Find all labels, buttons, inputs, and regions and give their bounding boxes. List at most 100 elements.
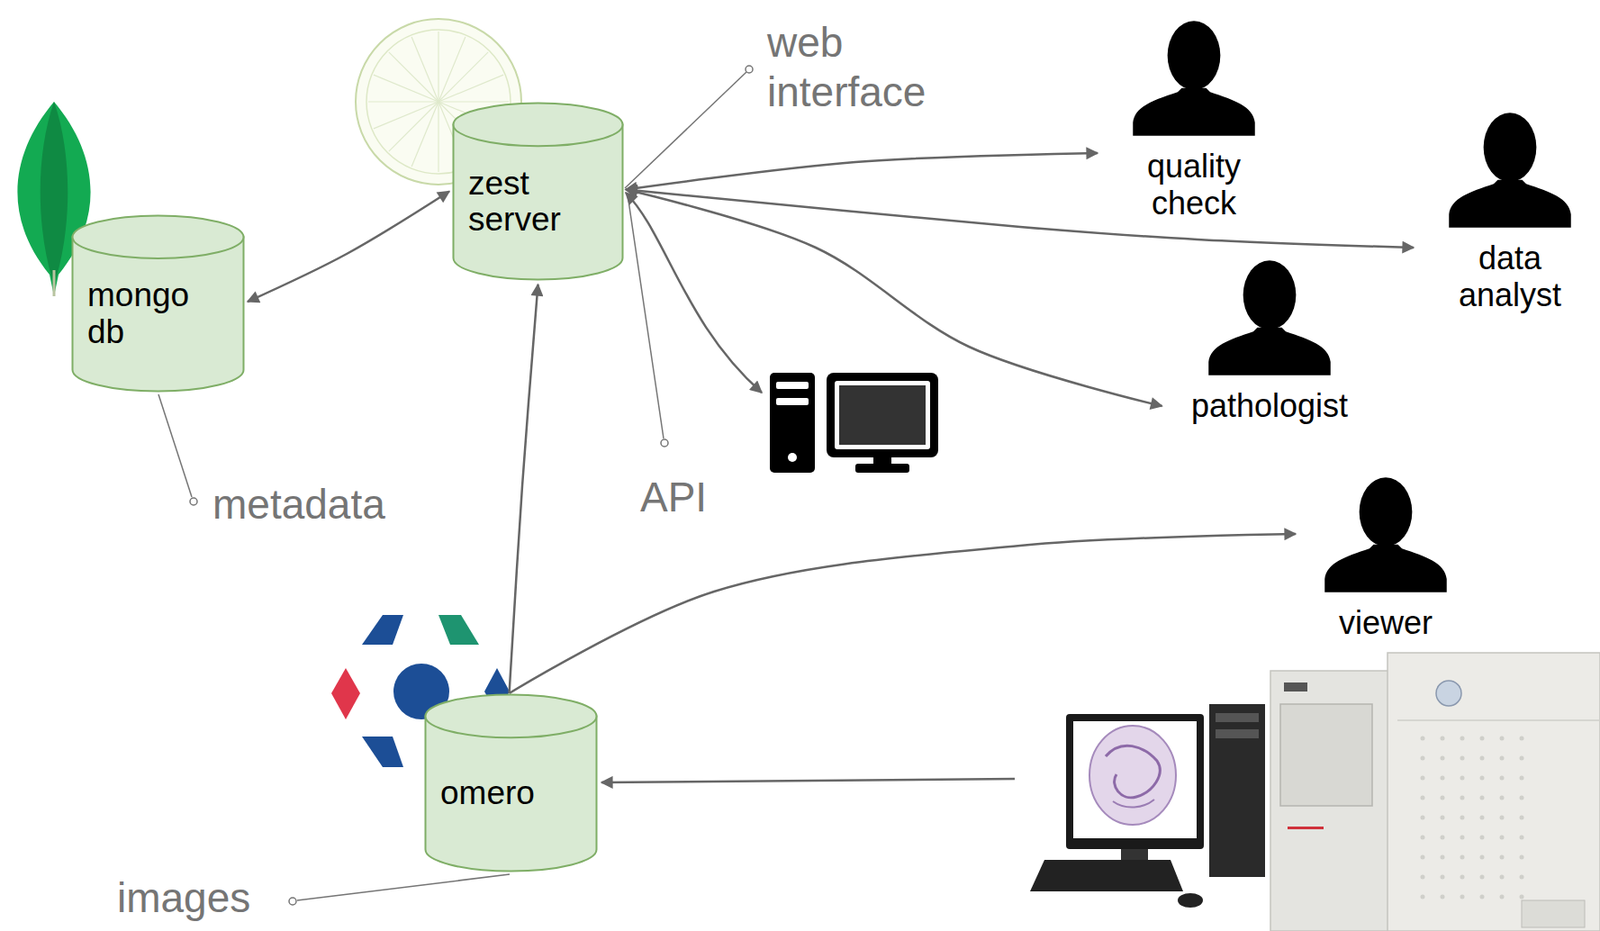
slide-scanner-illustration — [1420, 835, 1426, 841]
person-label-box: quality check — [1124, 148, 1264, 222]
lime-logo — [373, 101, 439, 129]
role-label: pathologist — [1191, 388, 1348, 425]
person-icon — [1322, 477, 1449, 593]
slide-scanner-illustration — [1460, 756, 1465, 761]
slide-scanner-illustration — [1440, 736, 1446, 742]
slide-scanner-illustration — [1440, 875, 1446, 880]
storage-cylinder: zest server — [451, 101, 624, 281]
connector-arrow — [509, 284, 539, 694]
annotation-label: images — [117, 873, 251, 923]
slide-scanner-illustration — [1030, 652, 1600, 931]
mongo-leaf-logo — [40, 101, 69, 297]
slide-scanner-illustration — [1440, 756, 1446, 761]
computer-icon — [769, 372, 815, 473]
slide-scanner-illustration — [1460, 855, 1465, 860]
slide-scanner-illustration — [1519, 855, 1525, 860]
lime-logo — [388, 52, 439, 102]
slide-scanner-illustration — [1480, 855, 1485, 860]
slide-scanner-illustration — [1089, 725, 1176, 825]
leader-lines — [158, 394, 192, 498]
slide-scanner-illustration — [1030, 859, 1184, 892]
slide-scanner-illustration — [1500, 815, 1505, 821]
slide-scanner-illustration — [1112, 799, 1155, 808]
computer-icon — [855, 463, 910, 473]
person-body — [1448, 180, 1571, 228]
slide-scanner-illustration — [1480, 795, 1485, 801]
slide-scanner-illustration — [1460, 795, 1465, 801]
person-label-box: viewer — [1322, 605, 1449, 642]
slide-scanner-illustration — [1480, 736, 1485, 742]
lime-logo — [438, 52, 489, 102]
person-figure: data analyst — [1440, 112, 1580, 314]
person-label-box: pathologist — [1189, 388, 1351, 425]
role-label: quality check — [1126, 148, 1262, 222]
person-head — [1167, 20, 1221, 91]
slide-scanner-illustration — [1420, 815, 1426, 821]
computer-icon — [776, 397, 809, 406]
leader-lines — [627, 194, 664, 439]
slide-scanner-illustration — [1460, 736, 1465, 742]
computer-icon — [873, 457, 892, 465]
slide-scanner-illustration — [1500, 776, 1505, 781]
connector-arrow — [625, 153, 1098, 190]
slide-scanner-illustration — [1519, 756, 1525, 761]
slide-scanner-illustration — [1440, 795, 1446, 801]
cylinder-body — [72, 236, 245, 391]
slide-scanner-illustration — [1480, 756, 1485, 761]
cylinder-body — [453, 124, 624, 280]
connector-arrow — [247, 191, 450, 303]
lime-logo — [438, 100, 509, 102]
person-icon — [1206, 260, 1333, 376]
slide-scanner-illustration — [1387, 652, 1600, 931]
slide-scanner-illustration — [1440, 894, 1446, 900]
leader-lines — [297, 874, 510, 901]
lime-logo — [438, 74, 504, 102]
slide-scanner-illustration — [1460, 875, 1465, 880]
connector-arrow — [625, 189, 1414, 248]
slide-scanner-illustration — [1420, 795, 1426, 801]
leader-lines — [745, 65, 753, 73]
person-head — [1359, 477, 1413, 547]
slide-scanner-illustration — [1480, 776, 1485, 781]
slide-scanner-illustration — [1440, 776, 1446, 781]
scanner-arrow — [601, 778, 1015, 783]
computer-icon — [826, 372, 939, 458]
slide-scanner-illustration — [1270, 670, 1397, 931]
slide-scanner-illustration — [1420, 776, 1426, 781]
person-icon — [1130, 20, 1257, 136]
slide-scanner-illustration — [1519, 815, 1525, 821]
cylinder-top — [453, 103, 624, 147]
slide-scanner-illustration — [1420, 756, 1426, 761]
slide-scanner-illustration — [1500, 855, 1505, 860]
slide-scanner-illustration — [1460, 815, 1465, 821]
slide-scanner-illustration — [1420, 736, 1426, 742]
slide-scanner-illustration — [1420, 875, 1426, 880]
lime-logo — [437, 31, 439, 102]
slide-scanner-illustration — [1519, 894, 1525, 900]
omero-logo — [361, 736, 404, 768]
annotation-label: web interface — [767, 18, 984, 118]
slide-scanner-illustration — [1480, 894, 1485, 900]
mongo-leaf-logo — [53, 270, 56, 297]
computer-icon — [834, 380, 931, 450]
omero-logo — [361, 614, 404, 645]
leader-lines — [289, 897, 297, 905]
lime-logo — [368, 100, 439, 102]
slide-scanner-illustration — [1519, 736, 1525, 742]
computer-icon — [769, 372, 939, 473]
slide-scanner-illustration — [1397, 719, 1600, 722]
person-figure: pathologist — [1189, 260, 1351, 425]
leader-lines — [189, 497, 198, 506]
slide-scanner-illustration — [1519, 795, 1525, 801]
slide-scanner-illustration — [1519, 835, 1525, 841]
person-body — [1208, 327, 1330, 376]
computer-arrow — [625, 192, 762, 393]
node-text-box: omero — [440, 775, 535, 813]
slide-scanner-illustration — [1436, 680, 1462, 706]
slide-scanner-illustration — [1215, 729, 1259, 739]
slide-scanner-illustration — [1519, 776, 1525, 781]
cylinder-top — [425, 695, 597, 739]
slide-scanner-illustration — [1480, 815, 1485, 821]
